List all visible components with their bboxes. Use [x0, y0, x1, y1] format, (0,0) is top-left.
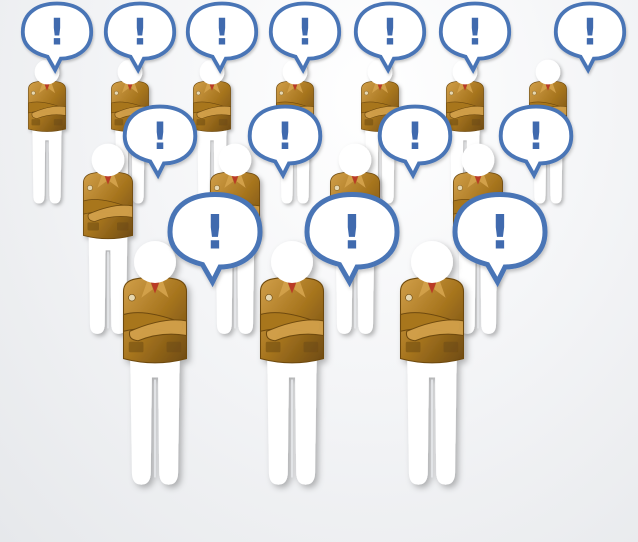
speech-bubble-icon: !	[250, 107, 321, 176]
exclamation-icon: !	[49, 10, 65, 53]
jacket-icon	[446, 81, 483, 132]
exclamation-icon: !	[489, 205, 511, 260]
speech-bubble-icon: !	[556, 3, 624, 70]
speech-bubble-icon: !	[106, 3, 174, 70]
exclamation-icon: !	[214, 10, 230, 53]
exclamation-icon: !	[582, 10, 598, 53]
speech-bubble-icon: !	[356, 3, 424, 70]
speech-bubble-icon: !	[441, 3, 509, 70]
person-head	[411, 241, 453, 283]
jacket-icon	[401, 277, 464, 363]
jacket-icon	[83, 171, 132, 238]
speech-bubble-icon: !	[188, 3, 256, 70]
jacket-icon	[193, 81, 230, 132]
person-figure	[261, 241, 324, 485]
person-figure	[401, 241, 464, 485]
exclamation-icon: !	[152, 114, 169, 158]
speech-bubble-icon: !	[271, 3, 339, 70]
exclamation-icon: !	[382, 10, 398, 53]
exclamation-icon: !	[467, 10, 483, 53]
person-head	[271, 241, 313, 283]
exclamation-icon: !	[341, 205, 363, 260]
exclamation-icon: !	[407, 114, 424, 158]
exclamation-icon: !	[297, 10, 313, 53]
exclamation-icon: !	[204, 205, 226, 260]
jacket-icon	[124, 277, 187, 363]
person-figure	[28, 60, 65, 204]
person-head	[462, 144, 495, 177]
exclamation-icon: !	[277, 114, 294, 158]
front-row: !!!	[124, 195, 546, 485]
person-head	[339, 144, 372, 177]
speech-bubble-icon: !	[307, 195, 397, 283]
speech-bubble-icon: !	[23, 3, 91, 70]
person-figure	[124, 241, 187, 485]
jacket-icon	[28, 81, 65, 132]
person-head	[134, 241, 176, 283]
person-head	[219, 144, 252, 177]
person-head	[536, 60, 561, 85]
person-head	[92, 144, 125, 177]
exclamation-icon: !	[528, 114, 545, 158]
exclamation-icon: !	[132, 10, 148, 53]
jacket-icon	[261, 277, 324, 363]
